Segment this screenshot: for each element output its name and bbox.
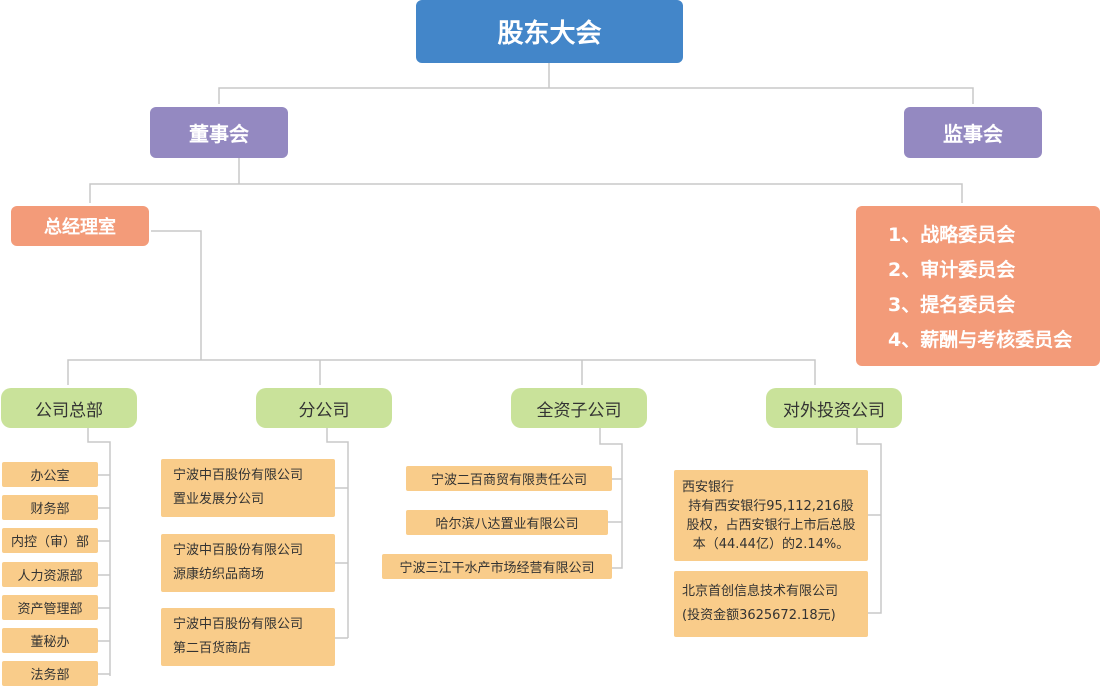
hq-department-label: 内控（审）部 [10, 535, 89, 550]
committee-item: 4、薪酬与考核委员会 [888, 329, 1073, 351]
investment-detail-label: (投资金额3625672.18元) [682, 608, 836, 623]
hq-department-label: 财务部 [30, 502, 70, 517]
investment-detail-label: 持有西安银行95,112,216股股权，占西安银行上市后总股本（44.44亿）的… [686, 498, 856, 552]
committee-item: 3、提名委员会 [888, 294, 1016, 316]
hq-department-node: 董秘办 [2, 628, 98, 653]
gm-office-node: 总经理室 [11, 206, 149, 246]
hq-department-label: 董秘办 [30, 635, 70, 650]
subsidiary-node: 宁波三江干水产市场经营有限公司 [382, 554, 612, 579]
category-subsidiary-node: 全资子公司 [511, 388, 647, 428]
branch-unit-label: 置业发展分公司 [173, 492, 265, 507]
gm-office-label: 总经理室 [44, 217, 116, 238]
hq-department-node: 人力资源部 [2, 562, 98, 587]
hq-department-node: 法务部 [2, 661, 98, 686]
branch-company-label: 宁波中百股份有限公司 [173, 617, 304, 632]
subsidiary-label: 哈尔滨八达置业有限公司 [435, 517, 579, 532]
investment-node: 西安银行 持有西安银行95,112,216股股权，占西安银行上市后总股本（44.… [674, 470, 868, 561]
category-hq-label: 公司总部 [35, 400, 103, 421]
investment-name-label: 北京首创信息技术有限公司 [682, 584, 839, 599]
branch-unit-label: 源康纺织品商场 [173, 567, 265, 582]
branch-company-label: 宁波中百股份有限公司 [173, 543, 304, 558]
shareholders-meeting-label: 股东大会 [497, 19, 602, 49]
hq-department-label: 人力资源部 [17, 569, 83, 584]
category-branch-label: 分公司 [298, 400, 350, 421]
hq-department-node: 资产管理部 [2, 595, 98, 620]
category-hq-node: 公司总部 [1, 388, 137, 428]
category-investment-node: 对外投资公司 [766, 388, 902, 428]
category-branch-node: 分公司 [256, 388, 392, 428]
branch-node: 宁波中百股份有限公司 置业发展分公司 [161, 459, 335, 517]
board-node: 董事会 [150, 107, 288, 158]
hq-department-label: 资产管理部 [17, 602, 83, 617]
hq-department-node: 内控（审）部 [2, 528, 98, 553]
subsidiary-label: 宁波二百商贸有限责任公司 [430, 473, 587, 488]
subsidiary-node: 哈尔滨八达置业有限公司 [406, 510, 608, 535]
branch-node: 宁波中百股份有限公司 第二百货商店 [161, 608, 335, 666]
investment-node: 北京首创信息技术有限公司 (投资金额3625672.18元) [674, 571, 868, 637]
branch-company-label: 宁波中百股份有限公司 [173, 468, 304, 483]
category-subsidiary-label: 全资子公司 [536, 400, 622, 421]
committee-item: 1、战略委员会 [888, 224, 1016, 246]
branch-node: 宁波中百股份有限公司 源康纺织品商场 [161, 534, 335, 592]
hq-department-label: 办公室 [30, 469, 70, 484]
hq-department-node: 办公室 [2, 462, 98, 487]
committees-node: 1、战略委员会 2、审计委员会 3、提名委员会 4、薪酬与考核委员会 [856, 206, 1100, 366]
board-label: 董事会 [189, 122, 249, 146]
category-investment-label: 对外投资公司 [783, 400, 885, 421]
subsidiary-node: 宁波二百商贸有限责任公司 [406, 466, 612, 491]
shareholders-meeting-node: 股东大会 [416, 0, 683, 63]
committee-item: 2、审计委员会 [888, 259, 1016, 281]
subsidiary-label: 宁波三江干水产市场经营有限公司 [399, 561, 595, 576]
supervisors-node: 监事会 [904, 107, 1042, 158]
hq-department-label: 法务部 [30, 668, 70, 683]
supervisors-label: 监事会 [943, 122, 1003, 146]
hq-department-node: 财务部 [2, 495, 98, 520]
branch-unit-label: 第二百货商店 [173, 641, 252, 656]
investment-name-label: 西安银行 [682, 479, 735, 495]
